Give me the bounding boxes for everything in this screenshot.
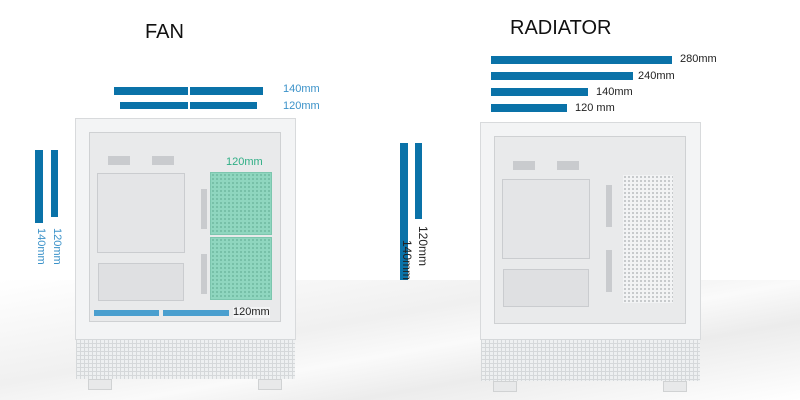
- fan-case-foot-right: [258, 379, 282, 390]
- fan-bottom-bar-1: [94, 310, 159, 316]
- fan-bottom-label: 120mm: [233, 306, 270, 318]
- radiator-280-bar: [491, 56, 672, 64]
- fan-front-120-bar: [51, 150, 58, 217]
- fan-front-140-bar: [35, 150, 43, 223]
- fan-top-120-bar-2: [190, 102, 257, 109]
- fan-side-label: 120mm: [226, 156, 263, 168]
- fan-front-140-label: 140mm: [35, 228, 47, 265]
- fan-side-fan-slot-1: [210, 172, 272, 235]
- radiator-240-label: 240mm: [638, 70, 675, 82]
- fan-top-140-bar-2: [190, 87, 263, 95]
- radiator-280-label: 280mm: [680, 53, 717, 65]
- fan-title: FAN: [145, 21, 184, 43]
- fan-top-140-label: 140mm: [283, 83, 320, 95]
- radiator-240-bar: [491, 72, 633, 80]
- radiator-case-psu-shroud: [481, 339, 700, 381]
- fan-front-120-label: 120mm: [51, 228, 63, 265]
- radiator-front-120-label: 120mm: [416, 226, 430, 267]
- radiator-front-140-label: 140mm: [400, 240, 414, 281]
- radiator-140-label: 140mm: [596, 86, 633, 98]
- radiator-front-140-bar: [400, 143, 408, 280]
- radiator-title: RADIATOR: [510, 17, 612, 39]
- fan-top-120-label: 120mm: [283, 100, 320, 112]
- fan-side-fan-slot-2: [210, 237, 272, 300]
- fan-case-psu-shroud: [76, 339, 295, 379]
- fan-top-140-bar-1: [114, 87, 188, 95]
- radiator-front-120-bar: [415, 143, 422, 219]
- fan-top-120-bar-1: [120, 102, 188, 109]
- radiator-case-foot-left: [493, 381, 517, 392]
- radiator-case-foot-right: [663, 381, 687, 392]
- fan-bottom-bar-2: [163, 310, 229, 316]
- radiator-120-label: 120 mm: [575, 102, 615, 114]
- radiator-120-bar: [491, 104, 567, 112]
- radiator-case-body: [480, 122, 701, 340]
- fan-case-foot-left: [88, 379, 112, 390]
- radiator-140-bar: [491, 88, 588, 96]
